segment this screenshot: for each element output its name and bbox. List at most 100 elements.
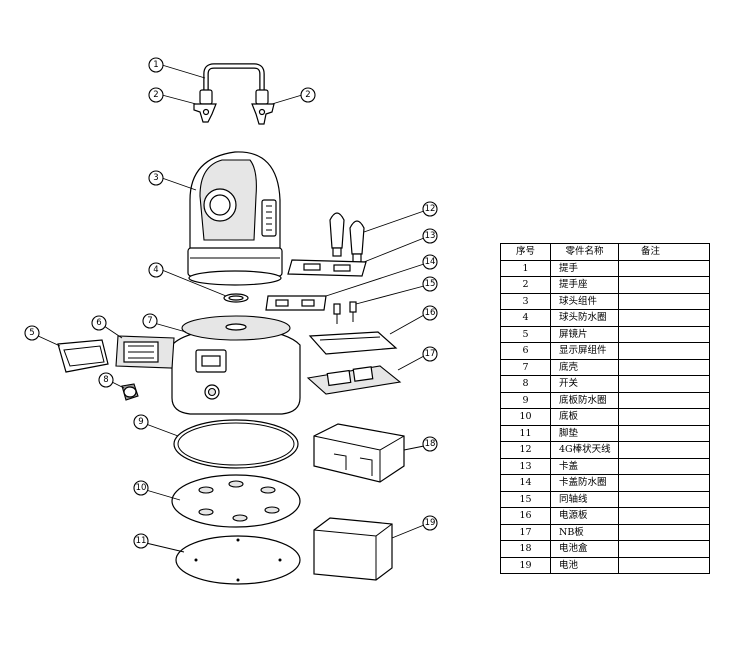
part-antennas: [329, 212, 365, 263]
cell-name: 显示屏组件: [550, 342, 619, 360]
cell-no: 2: [500, 276, 551, 294]
cell-no: 4: [500, 309, 551, 327]
cell-note: [618, 507, 710, 525]
cell-note: [618, 391, 710, 409]
cell-no: 13: [500, 457, 551, 475]
svg-text:15: 15: [425, 279, 436, 289]
part-battery-box: [313, 423, 405, 483]
part-battery: [313, 517, 393, 581]
cell-name: 屏镜片: [550, 325, 619, 343]
cell-note: [618, 457, 710, 475]
cell-name: 同轴线: [550, 490, 619, 508]
cell-note: [618, 309, 710, 327]
part-card-cover-seal: [265, 295, 327, 311]
callout-1: 1: [148, 57, 164, 73]
svg-text:7: 7: [147, 316, 152, 326]
cell-name: 电池盒: [550, 540, 619, 558]
cell-no: 6: [500, 342, 551, 360]
callout-13: 13: [422, 228, 438, 244]
svg-text:2: 2: [305, 90, 310, 100]
callout-16: 16: [422, 305, 438, 321]
cell-no: 10: [500, 408, 551, 426]
callout-2-right: 2: [300, 87, 316, 103]
cell-no: 15: [500, 490, 551, 508]
part-handle-mount-left: [193, 89, 217, 123]
svg-text:2: 2: [153, 90, 158, 100]
cell-note: [618, 259, 710, 277]
cell-note: [618, 292, 710, 310]
part-bottom-plate: [171, 474, 301, 528]
svg-text:14: 14: [425, 257, 436, 267]
callout-10: 10: [133, 480, 149, 496]
callout-3: 3: [148, 170, 164, 186]
header-name: 零件名称: [550, 243, 619, 261]
cell-note: [618, 441, 710, 459]
svg-text:17: 17: [425, 349, 436, 359]
callout-5: 5: [24, 325, 40, 341]
cell-no: 5: [500, 325, 551, 343]
cell-note: [618, 540, 710, 558]
svg-text:19: 19: [425, 518, 436, 528]
part-handle-mount-right: [251, 89, 275, 125]
svg-text:9: 9: [138, 417, 143, 427]
svg-text:6: 6: [96, 318, 101, 328]
cell-name: 球头防水圈: [550, 309, 619, 327]
svg-text:4: 4: [153, 265, 158, 275]
cell-name: 提手: [550, 259, 619, 277]
part-switch: [121, 383, 139, 401]
leader-lines: [35, 64, 425, 553]
svg-text:5: 5: [29, 328, 34, 338]
cell-no: 8: [500, 375, 551, 393]
cell-name: 开关: [550, 375, 619, 393]
header-no: 序号: [500, 243, 551, 261]
part-power-board: [308, 331, 398, 355]
cell-no: 3: [500, 292, 551, 310]
part-base-seal: [173, 419, 299, 469]
cell-name: 电池: [550, 556, 619, 574]
cell-note: [618, 408, 710, 426]
cell-name: 卡盖: [550, 457, 619, 475]
callout-19: 19: [422, 515, 438, 531]
svg-text:18: 18: [425, 439, 436, 449]
cell-name: 脚垫: [550, 424, 619, 442]
cell-no: 16: [500, 507, 551, 525]
cell-no: 17: [500, 523, 551, 541]
callout-12: 12: [422, 201, 438, 217]
callout-6: 6: [91, 315, 107, 331]
part-dome-head: [187, 151, 283, 286]
part-coax-cables: [333, 301, 357, 324]
svg-text:8: 8: [103, 375, 108, 385]
cell-note: [618, 325, 710, 343]
cell-name: 球头组件: [550, 292, 619, 310]
table-header-row: 序号 零件名称 备注: [500, 243, 710, 261]
cell-name: 提手座: [550, 276, 619, 294]
callout-17: 17: [422, 346, 438, 362]
callout-7: 7: [142, 313, 158, 329]
cell-no: 11: [500, 424, 551, 442]
cell-name: 底板防水圈: [550, 391, 619, 409]
svg-text:10: 10: [136, 483, 147, 493]
part-card-cover: [287, 259, 367, 277]
callout-8: 8: [98, 372, 114, 388]
part-nb-board: [306, 365, 402, 395]
header-note: 备注: [618, 243, 710, 261]
svg-text:11: 11: [136, 536, 147, 546]
cell-no: 19: [500, 556, 551, 574]
